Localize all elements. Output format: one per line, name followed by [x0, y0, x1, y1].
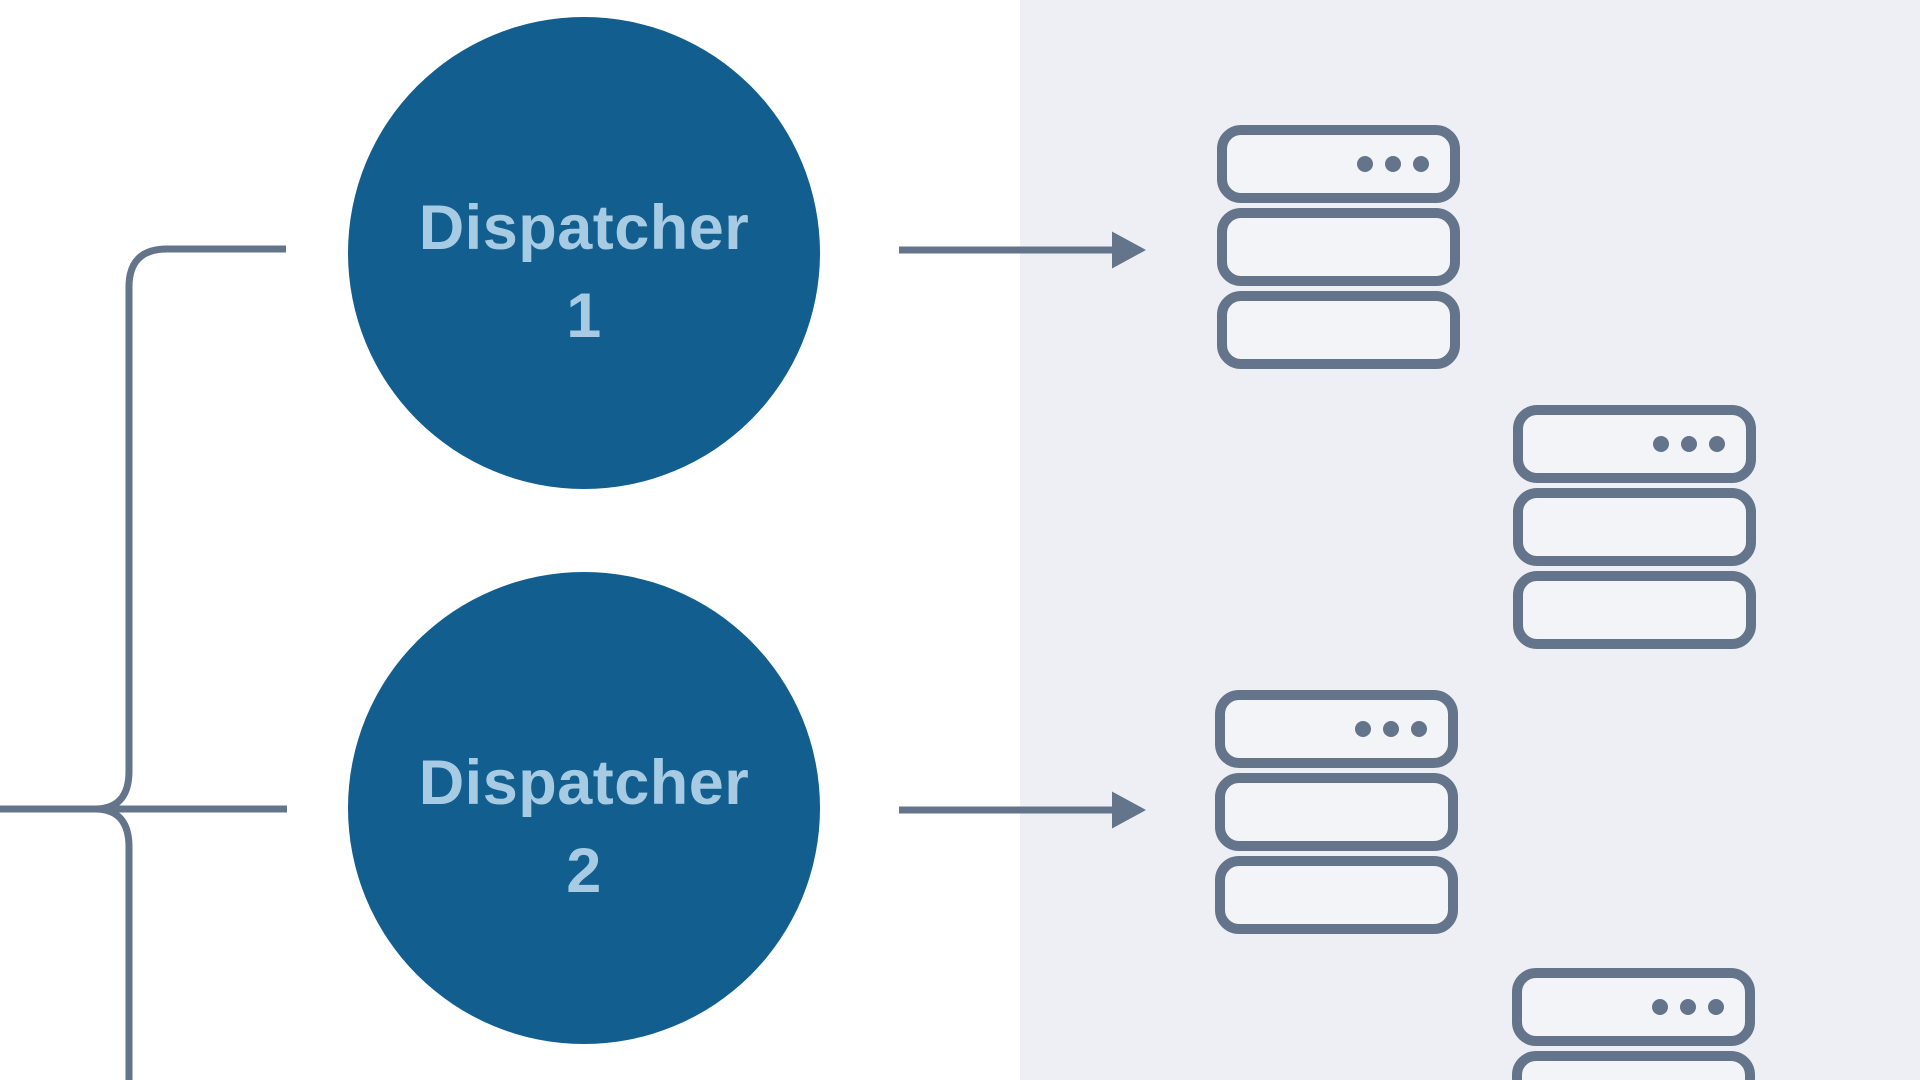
- server-led-dot: [1709, 436, 1725, 452]
- server-led-dot: [1653, 436, 1669, 452]
- server-stack-icon: [1215, 690, 1458, 934]
- server-led-dot: [1708, 999, 1724, 1015]
- server-led-dot: [1680, 999, 1696, 1015]
- server-segment: [1215, 773, 1458, 851]
- dispatcher-1-node: Dispatcher 1: [348, 17, 820, 489]
- server-segment: [1215, 856, 1458, 934]
- server-segment: [1512, 968, 1755, 1046]
- server-led-dot: [1652, 999, 1668, 1015]
- server-stack-icon: [1513, 405, 1756, 649]
- server-led-dot: [1413, 156, 1429, 172]
- dispatcher-2-number: 2: [566, 836, 602, 906]
- server-stack-icon: [1512, 968, 1755, 1080]
- dispatcher-2-node: Dispatcher 2: [348, 572, 820, 1044]
- server-segment: [1217, 125, 1460, 203]
- arrow-dispatcher2-to-servers: [899, 791, 1146, 829]
- dispatcher-1-number: 1: [566, 281, 602, 351]
- server-led-dot: [1383, 721, 1399, 737]
- server-led-dot: [1385, 156, 1401, 172]
- server-segment: [1217, 291, 1460, 369]
- server-led-dot: [1357, 156, 1373, 172]
- connector-branch-up: [94, 245, 286, 813]
- server-segment: [1513, 571, 1756, 649]
- dispatcher-2-label: Dispatcher: [418, 748, 750, 818]
- arrow-dispatcher1-to-servers: [899, 231, 1146, 269]
- server-segment: [1215, 690, 1458, 768]
- connector-branch-down: [94, 805, 133, 1080]
- server-segment: [1513, 405, 1756, 483]
- server-stack-icon: [1217, 125, 1460, 369]
- worker-pool-panel: [1020, 0, 1920, 1080]
- server-segment: [1217, 208, 1460, 286]
- server-segment: [1513, 488, 1756, 566]
- server-led-dot: [1355, 721, 1371, 737]
- server-segment: [1512, 1051, 1755, 1080]
- dispatcher-1-label: Dispatcher: [418, 193, 750, 263]
- server-led-dot: [1411, 721, 1427, 737]
- server-led-dot: [1681, 436, 1697, 452]
